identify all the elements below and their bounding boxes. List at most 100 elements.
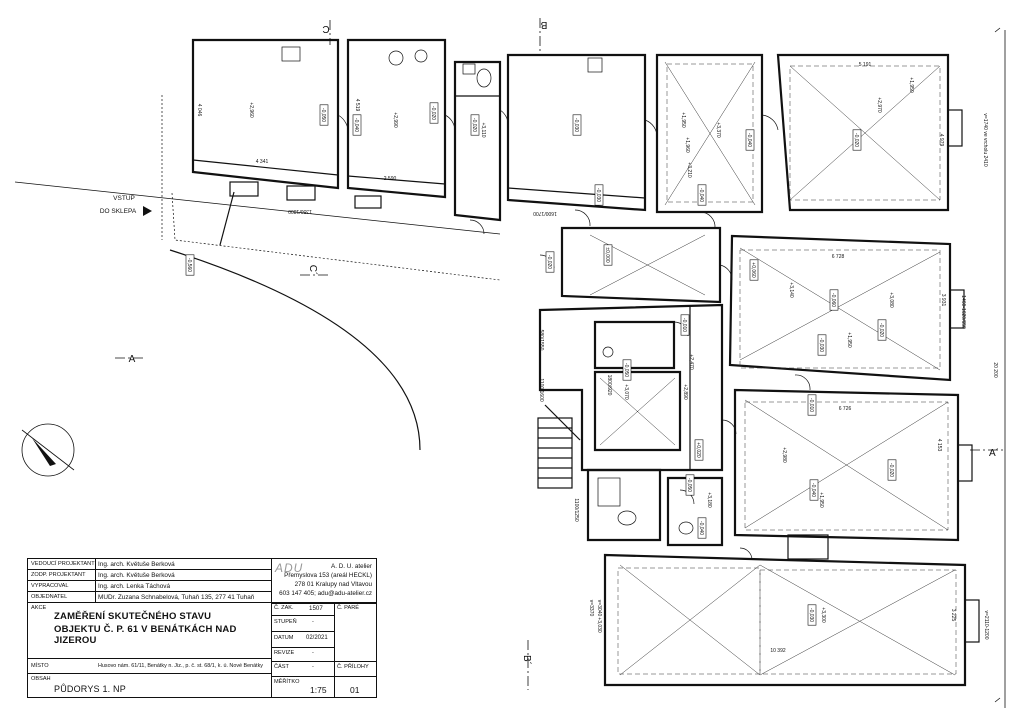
svg-text:+3,110: +3,110 (480, 122, 486, 137)
svg-text:+2,980: +2,980 (781, 447, 787, 463)
height-marker: +3,030 (596, 617, 602, 633)
svg-text:4 153: 4 153 (936, 439, 942, 452)
height-marker: +2,890 (682, 384, 688, 400)
svg-text:-0,010: -0,010 (681, 318, 687, 332)
dimension-label: 2 590 (384, 176, 397, 182)
room-mid-small (593, 320, 676, 370)
svg-text:v=3040: v=3040 (596, 600, 602, 617)
svg-text:±0,000: ±0,000 (604, 247, 610, 262)
tb-label: Č. PARÉ (337, 605, 359, 611)
tb-divider (334, 603, 335, 698)
dimension-label: 6 726 (839, 406, 852, 412)
section-label: C´ (307, 265, 319, 276)
dimension-label: v=2110-1200 (983, 611, 989, 640)
height-marker: +3,140 (788, 282, 794, 298)
entrance-label: VSTUP (113, 195, 135, 202)
height-marker: +2,970 (876, 97, 882, 113)
svg-text:v=2110-1200: v=2110-1200 (983, 611, 989, 640)
room-mid-corridor (538, 303, 724, 472)
svg-text:+2,470: +2,470 (688, 354, 694, 370)
svg-text:+3,080: +3,080 (888, 292, 894, 308)
height-marker: +3,080 (888, 292, 894, 308)
svg-text:1800/920: 1800/920 (606, 375, 612, 396)
room-mid-vault-2 (733, 388, 973, 560)
height-marker: +3,110 (480, 122, 486, 137)
svg-text:+3,070: +3,070 (623, 384, 629, 400)
tb-label: Č. PŘÍLOHY (337, 664, 369, 670)
title-block: VEDOUCÍ PROJEKTANT Ing. arch. Květuše Be… (27, 558, 377, 698)
level-marker: -0,050 (685, 474, 695, 496)
level-marker: +0,060 (749, 259, 759, 281)
svg-text:+2,990: +2,990 (392, 112, 398, 128)
doors (337, 109, 811, 561)
height-marker: +1,960 (684, 137, 690, 153)
level-marker: -0,040 (809, 479, 819, 501)
svg-text:v=3370: v=3370 (588, 600, 594, 617)
tb-hline (271, 647, 334, 648)
svg-text:4 519: 4 519 (354, 99, 360, 112)
dimension-label: 4 046 (196, 104, 202, 117)
svg-text:20 200: 20 200 (992, 362, 998, 378)
level-marker: -0,020 (877, 319, 887, 341)
tb-hline (271, 661, 376, 662)
entrance-label: DO SKLEPA (100, 208, 137, 215)
height-marker: +1,950 (818, 492, 824, 508)
svg-text:+3,210: +3,210 (686, 162, 692, 178)
svg-text:1100/1600: 1100/1600 (538, 378, 544, 401)
room-top-wc (453, 60, 502, 222)
dimension-label: 580/1550 (538, 330, 544, 351)
dimension-label: 1100/1250 (573, 498, 579, 521)
svg-text:-0,020: -0,020 (546, 255, 552, 269)
section-label: B (540, 19, 547, 30)
dimension-label: v=3370 (588, 600, 594, 617)
svg-text:+1,950: +1,950 (846, 332, 852, 348)
dimension-label: 1350/1800 (288, 208, 312, 214)
tb-value: Ing. arch. Lenka Táchová (98, 583, 171, 590)
entrance-arrow-icon (143, 206, 152, 216)
tb-row-zodp: ZODP. PROJEKTANT Ing. arch. Květuše Berk… (28, 570, 271, 581)
level-marker: -0,020 (429, 102, 439, 124)
svg-text:+3,300: +3,300 (820, 607, 826, 623)
svg-text:-0,040: -0,040 (698, 188, 704, 202)
project-title-line1: ZAMĚŘENÍ SKUTEČNÉHO STAVU (54, 611, 212, 622)
svg-text:2 590: 2 590 (384, 176, 397, 182)
height-marker: +2,980 (781, 447, 787, 463)
tb-label: Č. ZAK. (274, 605, 294, 611)
tb-hline (271, 615, 334, 616)
svg-text:v=1740 ve vrcholu 2410: v=1740 ve vrcholu 2410 (982, 113, 988, 166)
level-marker: +0,020 (694, 439, 704, 461)
tb-label: REVIZE (274, 650, 295, 656)
dimension-label: 3 931 (940, 294, 946, 307)
svg-text:-0,040: -0,040 (810, 483, 816, 497)
svg-text:-0,560: -0,560 (186, 258, 192, 272)
tb-value: - (312, 664, 314, 670)
tb-row-vypracoval: VYPRACOVAL Ing. arch. Lenka Táchová (28, 581, 271, 592)
height-marker: +1,950 (680, 112, 686, 128)
level-marker: -0,010 (807, 394, 817, 416)
atelier-line: Přemyslova 153 (areál HECKL) (284, 572, 372, 579)
dimension-label: 1100/1600 (538, 378, 544, 401)
svg-text:C´: C´ (307, 265, 319, 276)
level-marker: -0,030 (572, 114, 582, 136)
tb-value: Ing. arch. Květuše Berková (98, 572, 175, 579)
attachment-number: 01 (350, 685, 360, 695)
tb-value: Ing. arch. Květuše Berková (98, 561, 175, 568)
svg-text:+2,890: +2,890 (682, 384, 688, 400)
room-mid-2 (593, 370, 682, 452)
svg-text:-0,030: -0,030 (573, 118, 579, 132)
svg-text:-0,050: -0,050 (320, 108, 326, 122)
frame-tick (994, 27, 1001, 33)
svg-text:+2,960: +2,960 (248, 102, 254, 118)
tb-row-akce: AKCE ZAMĚŘENÍ SKUTEČNÉHO STAVU OBJEKTU Č… (28, 603, 271, 659)
room-top-3 (506, 53, 647, 212)
level-marker: -0,020 (852, 129, 862, 151)
level-marker: -0,010 (680, 314, 690, 336)
dimension-label: 20 200 (992, 362, 998, 378)
street-line (14, 181, 501, 235)
svg-text:-0,040: -0,040 (353, 118, 359, 132)
svg-text:-0,010: -0,010 (808, 398, 814, 412)
level-marker: -0,560 (185, 254, 195, 276)
svg-text:-0,020: -0,020 (853, 133, 859, 147)
tb-label: DATUM (274, 635, 294, 641)
